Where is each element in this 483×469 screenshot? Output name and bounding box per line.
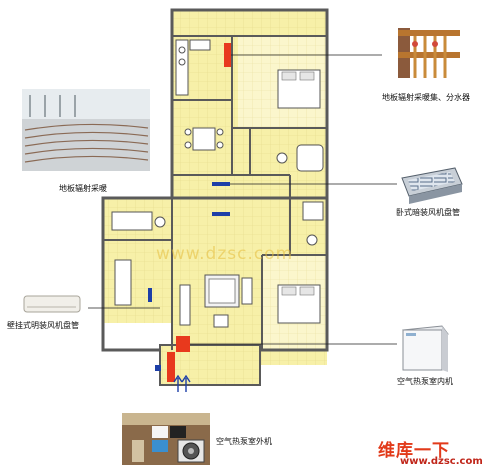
indoor-unit-label: 空气热泵室内机 (397, 377, 453, 386)
bed-bottom (277, 284, 321, 324)
bathroom-fixtures (276, 144, 324, 246)
wall-fan-coil-marker (88, 288, 160, 309)
wall-fan-coil-photo (23, 295, 81, 313)
indoor-unit-marker (176, 336, 397, 352)
dining-table (184, 127, 224, 151)
outdoor-unit-label: 空气热泵室外机 (216, 437, 272, 446)
floor-heating-photo-label: 地板辐射采暖 (59, 184, 107, 193)
concealed-fan-coil-marker (212, 182, 397, 216)
wardrobe (179, 284, 191, 326)
manifold-label: 地板辐射采暖集、分水器 (382, 93, 470, 102)
apartment-outline (101, 8, 329, 386)
study-desk (111, 211, 166, 306)
watermark-url: www.dzsc.com (400, 456, 483, 467)
wall-fan-coil-label: 壁挂式明装风机盘管 (7, 321, 79, 330)
floor-heating-photo (22, 89, 150, 171)
concealed-fan-coil-photo (401, 167, 463, 204)
indoor-unit-photo (402, 325, 449, 372)
watermark-brand: 维库一下 (378, 441, 450, 461)
kitchen-counter (175, 39, 211, 96)
watermark-faint: www.dzsc.com (156, 244, 294, 264)
manifold-photo (398, 28, 460, 78)
interior-walls (103, 35, 327, 350)
sofa-set (204, 274, 253, 328)
manifold-marker (224, 43, 382, 67)
concealed-fan-coil-label: 卧式暗装风机盘管 (396, 208, 460, 217)
bed-top (277, 69, 321, 109)
outdoor-unit-photo (122, 413, 210, 465)
outdoor-unit-marker (155, 352, 191, 392)
